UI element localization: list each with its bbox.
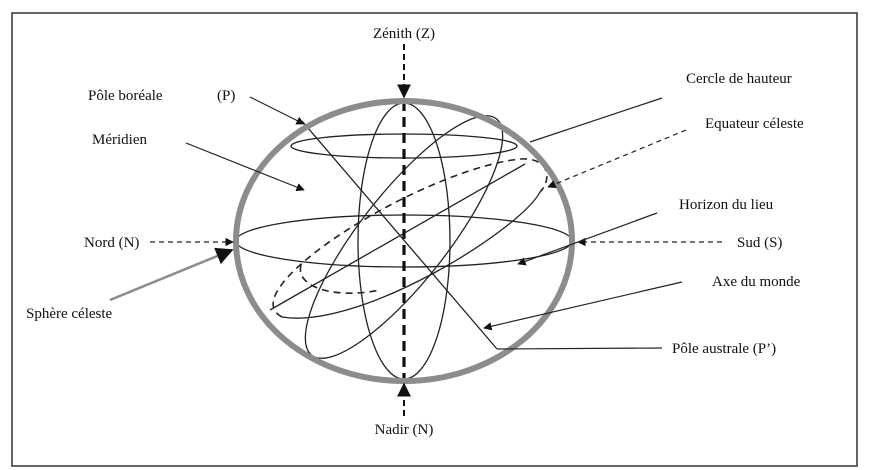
label-sphere-celeste: Sphère céleste — [26, 306, 113, 322]
inner-dashed-arc — [299, 264, 381, 294]
axe-pointer — [483, 281, 683, 331]
label-pole-boreale-p: (P) — [217, 88, 235, 104]
label-pole-australe: Pôle australe (P’) — [672, 341, 776, 357]
label-horizon: Horizon du lieu — [679, 197, 774, 213]
world-axis — [301, 120, 498, 350]
pole-boreale-pointer — [249, 96, 305, 125]
label-cercle-hauteur: Cercle de hauteur — [686, 71, 792, 87]
label-pole-boreale: Pôle boréale — [88, 88, 163, 104]
pole-australe-pointer — [496, 347, 663, 350]
label-equateur-celeste: Equateur céleste — [705, 116, 804, 132]
label-axe-du-monde: Axe du monde — [712, 274, 801, 290]
meridien-pointer — [185, 142, 305, 192]
label-meridien: Méridien — [92, 132, 147, 148]
label-nord: Nord (N) — [84, 235, 139, 251]
celestial-equator-back — [272, 158, 548, 318]
great-circle-line — [269, 163, 526, 311]
equateur-pointer — [547, 129, 687, 188]
celestial-equator-front — [281, 191, 541, 319]
figure-frame — [11, 12, 858, 467]
horizon-pointer — [517, 212, 658, 266]
cercle-hauteur-pointer — [529, 97, 663, 143]
celestial-sphere-outline — [233, 98, 575, 384]
label-zenith: Zénith (Z) — [373, 26, 435, 42]
label-nadir: Nadir (N) — [375, 422, 434, 438]
label-sud: Sud (S) — [737, 235, 782, 251]
sphere-pointer — [109, 247, 234, 302]
